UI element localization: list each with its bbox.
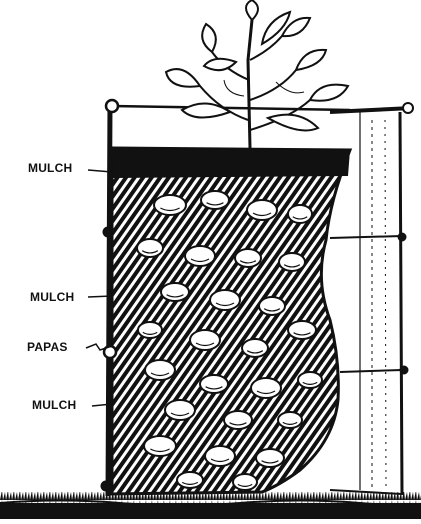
- potato-tuber: [205, 446, 235, 466]
- potato-plant: [166, 0, 348, 148]
- potato-tuber: [177, 472, 203, 488]
- potato-tuber: [256, 449, 284, 467]
- potato-tuber: [185, 246, 215, 266]
- potato-tuber: [145, 360, 175, 380]
- potato-tuber: [279, 253, 305, 271]
- potato-tuber: [138, 322, 162, 338]
- label-mulch-bottom: MULCH: [32, 398, 76, 412]
- potato-tuber: [224, 411, 252, 429]
- potato-tuber: [201, 191, 229, 209]
- potato-tuber: [137, 239, 163, 257]
- label-mulch-top: MULCH: [28, 161, 72, 175]
- label-papas: PAPAS: [27, 340, 68, 354]
- potato-tuber: [235, 249, 261, 267]
- soil-top-band: [112, 148, 350, 178]
- potato-tuber: [144, 436, 176, 456]
- potato-tuber: [247, 200, 277, 220]
- potato-tuber: [288, 205, 312, 223]
- potato-tuber: [259, 297, 285, 315]
- potato-tuber: [154, 195, 186, 215]
- potato-tuber: [242, 339, 268, 357]
- potato-tuber: [278, 412, 302, 428]
- potato-tuber: [165, 400, 195, 420]
- potato-tuber: [161, 283, 189, 301]
- potato-tuber: [200, 375, 228, 393]
- ground: [0, 492, 421, 519]
- potato-tuber: [233, 474, 257, 490]
- potato-tuber: [288, 321, 316, 339]
- potato-tuber: [190, 330, 220, 350]
- potato-tuber: [251, 378, 281, 398]
- potato-tuber: [210, 290, 240, 310]
- label-mulch-middle: MULCH: [30, 290, 74, 304]
- potato-tuber: [298, 372, 322, 388]
